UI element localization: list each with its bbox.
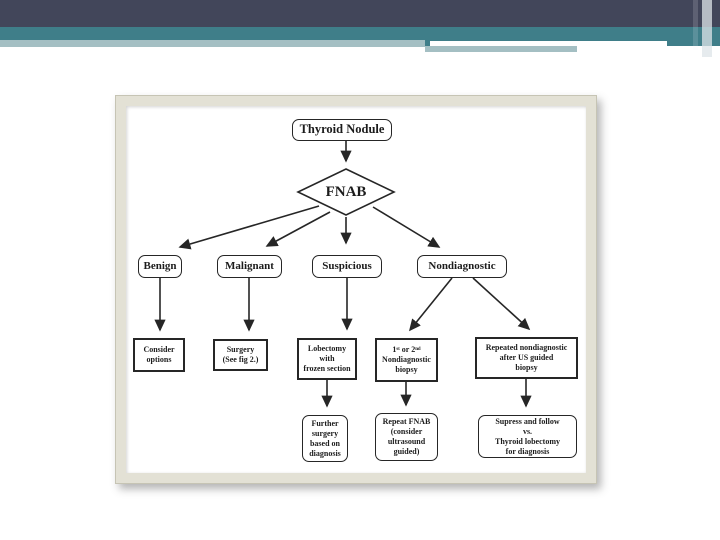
edge-nondiagnostic-repeated [472, 277, 531, 331]
node-lobectomy: Lobectomy with frozen section [297, 338, 357, 380]
node-first-second-biopsy-label: 1ˢᵗ or 2ⁿᵈ Nondiagnostic biopsy [382, 345, 431, 374]
figure-canvas: Thyroid Nodule FNAB Benign Malignant Sus… [126, 106, 586, 473]
node-supress-follow: Supress and follow vs. Thyroid lobectomy… [478, 415, 577, 458]
header-light-teal-extension [425, 46, 577, 52]
header-white-line [430, 41, 667, 46]
edge-fnab-benign [178, 205, 320, 250]
node-repeated-nondiagnostic-label: Repeated nondiagnostic after US guided b… [485, 343, 568, 372]
node-thyroid-nodule-label: Thyroid Nodule [299, 122, 385, 137]
node-further-surgery: Further surgery based on diagnosis [302, 415, 348, 462]
edge-nondiagnostic-first-second [408, 277, 453, 332]
node-repeated-nondiagnostic: Repeated nondiagnostic after US guided b… [475, 337, 578, 379]
framed-figure: Thyroid Nodule FNAB Benign Malignant Sus… [115, 95, 597, 484]
node-nondiagnostic: Nondiagnostic [417, 255, 507, 278]
fnab-diamond-shape [296, 168, 396, 216]
node-surgery: Surgery (See fig 2.) [213, 339, 268, 371]
node-further-surgery-label: Further surgery based on diagnosis [309, 418, 341, 458]
node-supress-follow-label: Supress and follow vs. Thyroid lobectomy… [495, 416, 560, 456]
node-lobectomy-label: Lobectomy with frozen section [303, 344, 351, 373]
node-benign-label: Benign [143, 259, 177, 272]
node-malignant-label: Malignant [225, 259, 274, 272]
node-suspicious-label: Suspicious [322, 259, 372, 272]
edge-fnab-nondiagnostic [372, 206, 441, 248]
node-suspicious: Suspicious [312, 255, 382, 278]
header-vertical-stripe-1 [693, 0, 698, 50]
edge-fnab-malignant [265, 211, 331, 247]
flowchart-connectors [154, 141, 532, 408]
node-consider-options-label: Consider options [143, 345, 175, 364]
node-benign: Benign [138, 255, 182, 278]
node-malignant: Malignant [217, 255, 282, 278]
node-consider-options: Consider options [133, 338, 185, 372]
header-teal-bar [0, 27, 720, 40]
header-light-teal-bar [0, 40, 430, 47]
node-surgery-label: Surgery (See fig 2.) [222, 345, 259, 364]
node-thyroid-nodule: Thyroid Nodule [292, 119, 392, 141]
node-nondiagnostic-label: Nondiagnostic [428, 259, 496, 272]
node-first-second-biopsy: 1ˢᵗ or 2ⁿᵈ Nondiagnostic biopsy [375, 338, 438, 382]
header-dark-bar [0, 0, 720, 27]
node-repeat-fnab-label: Repeat FNAB (consider ultrasound guided) [382, 417, 431, 456]
header-vertical-stripe-2 [702, 0, 712, 57]
node-repeat-fnab: Repeat FNAB (consider ultrasound guided) [375, 413, 438, 461]
node-fnab-label: FNAB [325, 183, 367, 200]
